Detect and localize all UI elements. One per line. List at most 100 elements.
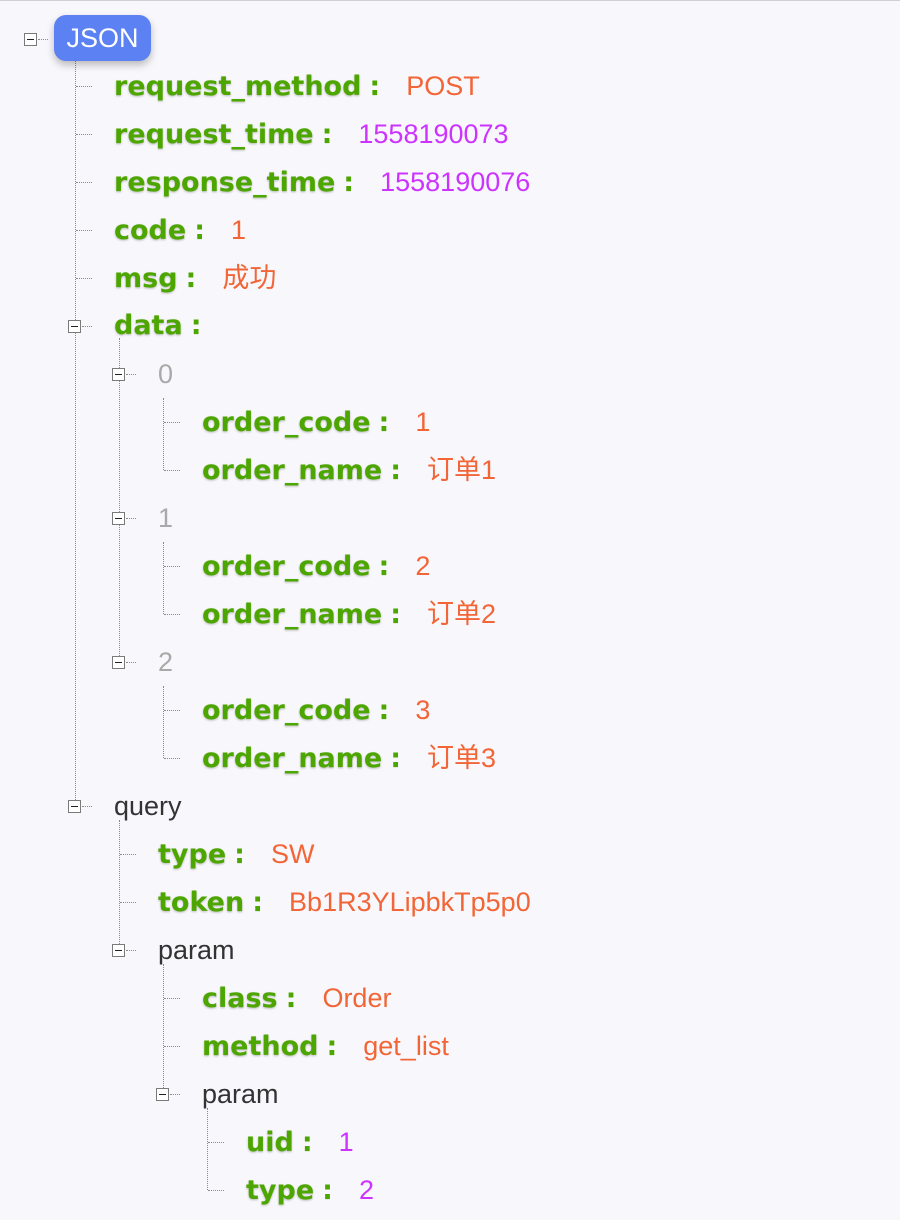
tree-connector bbox=[82, 806, 92, 807]
collapse-inner-param-toggle[interactable] bbox=[156, 1088, 169, 1101]
node-data-index-1[interactable]: 1 bbox=[158, 494, 173, 542]
node-data-index-0[interactable]: 0 bbox=[158, 350, 173, 398]
field-key: method bbox=[202, 1031, 319, 1062]
collapse-param-toggle[interactable] bbox=[112, 944, 125, 957]
field-colon: : bbox=[390, 599, 402, 630]
field-colon: : bbox=[390, 743, 402, 774]
field-colon: : bbox=[301, 1127, 313, 1158]
tree-guide-query bbox=[119, 820, 120, 950]
node-key: data bbox=[114, 310, 183, 341]
tree-connector bbox=[76, 134, 92, 135]
field-value: 1 bbox=[231, 215, 247, 245]
field-colon: : bbox=[322, 1175, 333, 1206]
field-key: order_code bbox=[202, 695, 371, 726]
tree-connector bbox=[76, 230, 92, 231]
field-method: method: get_list bbox=[202, 1022, 449, 1070]
field-value: get_list bbox=[363, 1031, 449, 1061]
field-type: type:SW bbox=[158, 830, 314, 878]
field-key: order_name bbox=[202, 599, 383, 630]
field-request-time: request_time:1558190073 bbox=[114, 110, 509, 158]
collapse-data-2-toggle[interactable] bbox=[112, 656, 125, 669]
field-key: class bbox=[202, 983, 278, 1014]
field-value: Bb1R3YLipbkTp5p0 bbox=[289, 887, 531, 917]
tree-connector bbox=[164, 998, 180, 999]
tree-guide-param bbox=[163, 964, 164, 1094]
field-value: 3 bbox=[415, 695, 431, 725]
node-data[interactable]: data: bbox=[114, 302, 202, 350]
field-value: POST bbox=[406, 71, 480, 101]
field-value: 1 bbox=[338, 1127, 354, 1157]
tree-connector bbox=[76, 86, 92, 87]
node-inner-param[interactable]: param bbox=[202, 1070, 279, 1118]
field-value: 1558190076 bbox=[380, 167, 531, 197]
tree-guide-data bbox=[119, 338, 120, 666]
field-request-method: request_method: POST bbox=[114, 62, 480, 110]
array-index: 1 bbox=[158, 503, 174, 533]
tree-connector bbox=[76, 278, 92, 279]
collapse-data-1-toggle[interactable] bbox=[112, 512, 125, 525]
tree-guide-data-1 bbox=[163, 542, 164, 614]
tree-connector bbox=[120, 854, 136, 855]
field-order-name: order_name:订单2 bbox=[202, 590, 496, 638]
field-order-name: order_name: 订单1 bbox=[202, 446, 496, 494]
field-order-code: order_code:2 bbox=[202, 542, 430, 590]
tree-guide-data-0 bbox=[163, 398, 164, 470]
field-colon: : bbox=[185, 263, 197, 294]
tree-connector bbox=[126, 518, 136, 519]
tree-connector bbox=[126, 662, 136, 663]
field-value: 2 bbox=[358, 1175, 374, 1205]
field-colon: : bbox=[326, 1031, 338, 1062]
collapse-data-toggle[interactable] bbox=[68, 320, 81, 333]
collapse-root-toggle[interactable] bbox=[24, 33, 37, 46]
tree-connector bbox=[164, 710, 180, 711]
node-label: param bbox=[202, 1079, 279, 1109]
collapse-data-0-toggle[interactable] bbox=[112, 368, 125, 381]
field-colon: : bbox=[234, 839, 245, 870]
field-key: request_time bbox=[114, 119, 314, 150]
field-class: class: Order bbox=[202, 974, 391, 1022]
field-key: token bbox=[158, 887, 245, 918]
array-index: 0 bbox=[158, 359, 174, 389]
field-key: order_code bbox=[202, 407, 371, 438]
node-param[interactable]: param bbox=[158, 926, 235, 974]
tree-connector bbox=[208, 1142, 224, 1143]
field-order-name: order_name:订单3 bbox=[202, 734, 496, 782]
field-colon: : bbox=[343, 167, 355, 198]
tree-guide-data-2 bbox=[163, 686, 164, 758]
json-root-node[interactable]: JSON bbox=[54, 15, 151, 61]
field-value: 1 bbox=[415, 407, 431, 437]
field-colon: : bbox=[390, 455, 402, 486]
tree-connector bbox=[164, 1046, 180, 1047]
node-label: query bbox=[114, 791, 182, 821]
node-query[interactable]: query bbox=[114, 782, 182, 830]
node-label: param bbox=[158, 935, 235, 965]
collapse-query-toggle[interactable] bbox=[68, 800, 81, 813]
field-uid: uid:1 bbox=[246, 1118, 354, 1166]
field-key: type bbox=[158, 839, 227, 870]
field-key: uid bbox=[246, 1127, 294, 1158]
tree-connector bbox=[164, 614, 180, 615]
tree-connector bbox=[126, 374, 136, 375]
field-token: token:Bb1R3YLipbkTp5p0 bbox=[158, 878, 531, 926]
field-value: 订单1 bbox=[427, 455, 497, 485]
field-key: order_code bbox=[202, 551, 371, 582]
tree-connector bbox=[126, 950, 136, 951]
field-key: code bbox=[114, 215, 187, 246]
tree-connector bbox=[120, 902, 136, 903]
field-key: order_name bbox=[202, 455, 383, 486]
field-colon: : bbox=[378, 407, 390, 438]
field-colon: : bbox=[378, 695, 390, 726]
field-colon: : bbox=[369, 71, 381, 102]
top-border bbox=[0, 0, 900, 1]
node-data-index-2[interactable]: 2 bbox=[158, 638, 173, 686]
tree-connector bbox=[38, 39, 48, 40]
tree-connector bbox=[164, 422, 180, 423]
field-key: response_time bbox=[114, 167, 336, 198]
field-key: request_method bbox=[114, 71, 362, 102]
field-value: 2 bbox=[415, 551, 431, 581]
field-value: Order bbox=[322, 983, 392, 1013]
array-index: 2 bbox=[158, 647, 174, 677]
field-colon: : bbox=[285, 983, 297, 1014]
tree-guide-inner-param bbox=[207, 1108, 208, 1190]
field-colon: : bbox=[321, 119, 333, 150]
